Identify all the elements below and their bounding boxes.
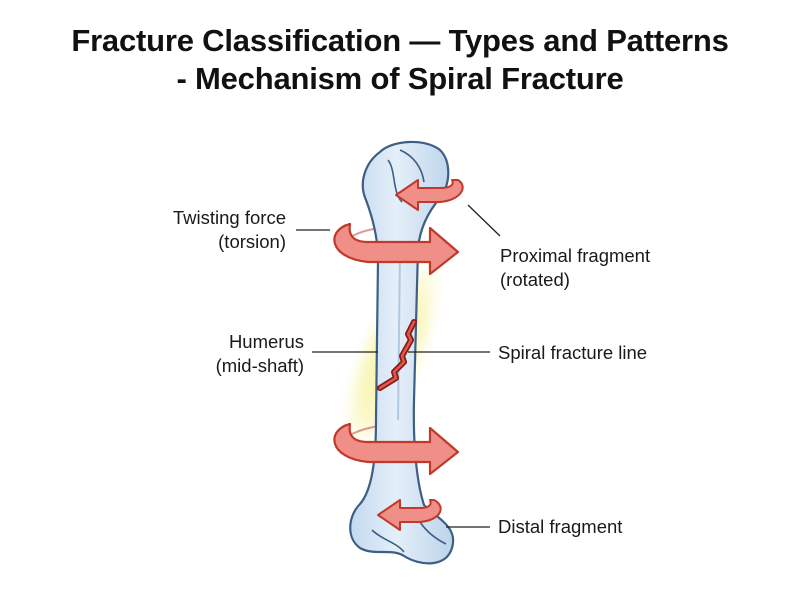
label-twisting-force-line2: (torsion) bbox=[218, 231, 286, 252]
label-humerus-line1: Humerus bbox=[228, 331, 304, 352]
upper-torsion-arrow bbox=[333, 222, 460, 276]
label-twisting-force: Twisting force (torsion) bbox=[130, 206, 286, 254]
lower-torsion-arrow bbox=[333, 422, 460, 476]
label-proximal-fragment-line2: (rotated) bbox=[500, 269, 570, 290]
label-proximal-fragment-line1: Proximal fragment bbox=[500, 245, 651, 266]
title-line-1: Fracture Classification — Types and Patt… bbox=[71, 23, 729, 58]
leader-proximal-fragment bbox=[467, 204, 501, 237]
label-humerus-line2: (mid-shaft) bbox=[215, 355, 304, 376]
spiral-fracture-line-core bbox=[378, 320, 416, 390]
label-distal-fragment: Distal fragment bbox=[498, 516, 623, 537]
humeral-head-detail bbox=[387, 149, 425, 203]
label-spiral-fracture-line: Spiral fracture line bbox=[498, 342, 648, 363]
distal-rotation-arrow bbox=[377, 499, 442, 531]
diagram-title: Fracture Classification — Types and Patt… bbox=[0, 22, 800, 98]
proximal-rotation-arrow bbox=[395, 179, 464, 211]
label-twisting-force-line1: Twisting force bbox=[172, 207, 286, 228]
title-line-2: - Mechanism of Spiral Fracture bbox=[176, 61, 624, 96]
shaft-shading-line bbox=[397, 249, 401, 421]
label-humerus: Humerus (mid-shaft) bbox=[180, 330, 304, 378]
label-proximal-fragment: Proximal fragment (rotated) bbox=[500, 244, 650, 292]
distal-condyle-detail bbox=[371, 521, 447, 553]
